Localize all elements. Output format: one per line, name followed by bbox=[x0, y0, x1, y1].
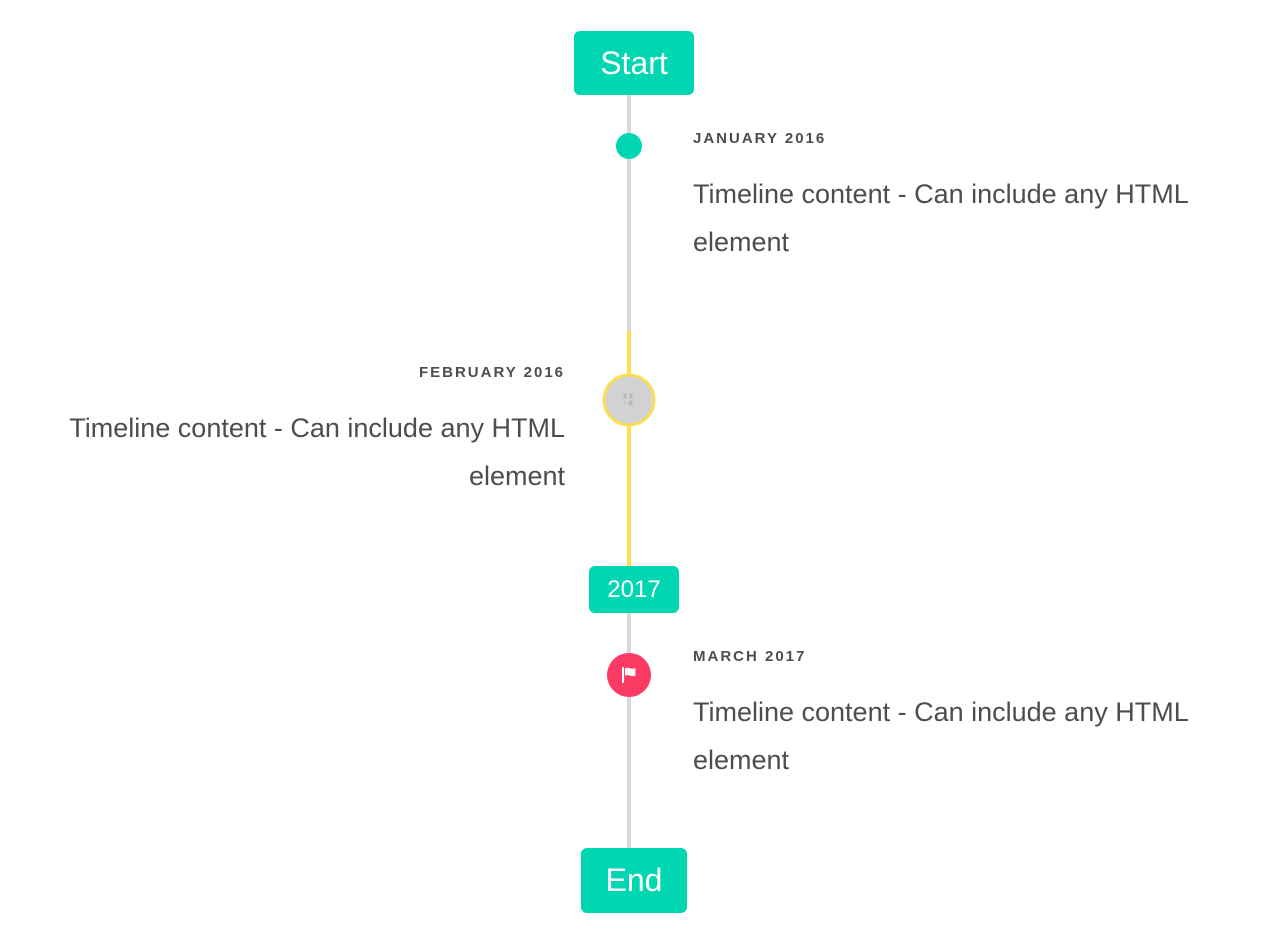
timeline-start-badge[interactable]: Start bbox=[574, 31, 694, 95]
timeline-entry-february: FEBRUARY 2016 Timeline content - Can inc… bbox=[45, 364, 565, 500]
timeline-year-badge[interactable]: 2017 bbox=[589, 566, 679, 613]
timeline-entry-body: Timeline content - Can include any HTML … bbox=[693, 178, 1188, 257]
timeline-rail-active bbox=[627, 331, 631, 566]
timeline-entry-date: FEBRUARY 2016 bbox=[418, 364, 565, 381]
marker-flag-icon[interactable] bbox=[607, 653, 651, 697]
timeline-rail-bottom bbox=[627, 613, 631, 854]
timeline-entry-body: Timeline content - Can include any HTML … bbox=[693, 696, 1188, 775]
timeline-entry-body: Timeline content - Can include any HTML … bbox=[69, 412, 565, 491]
marker-broken-image-icon[interactable] bbox=[602, 373, 656, 427]
timeline-entry-january: JANUARY 2016 Timeline content - Can incl… bbox=[693, 130, 1223, 266]
marker-dot-icon[interactable] bbox=[616, 133, 642, 159]
timeline-entry-date: MARCH 2017 bbox=[693, 648, 807, 665]
timeline-end-badge[interactable]: End bbox=[581, 848, 687, 913]
broken-image-glyph-icon bbox=[623, 393, 632, 405]
timeline-rail-top bbox=[627, 95, 631, 331]
flag-glyph-icon bbox=[622, 667, 636, 683]
timeline-entry-march: MARCH 2017 Timeline content - Can includ… bbox=[693, 648, 1223, 784]
timeline-entry-date: JANUARY 2016 bbox=[693, 130, 827, 147]
